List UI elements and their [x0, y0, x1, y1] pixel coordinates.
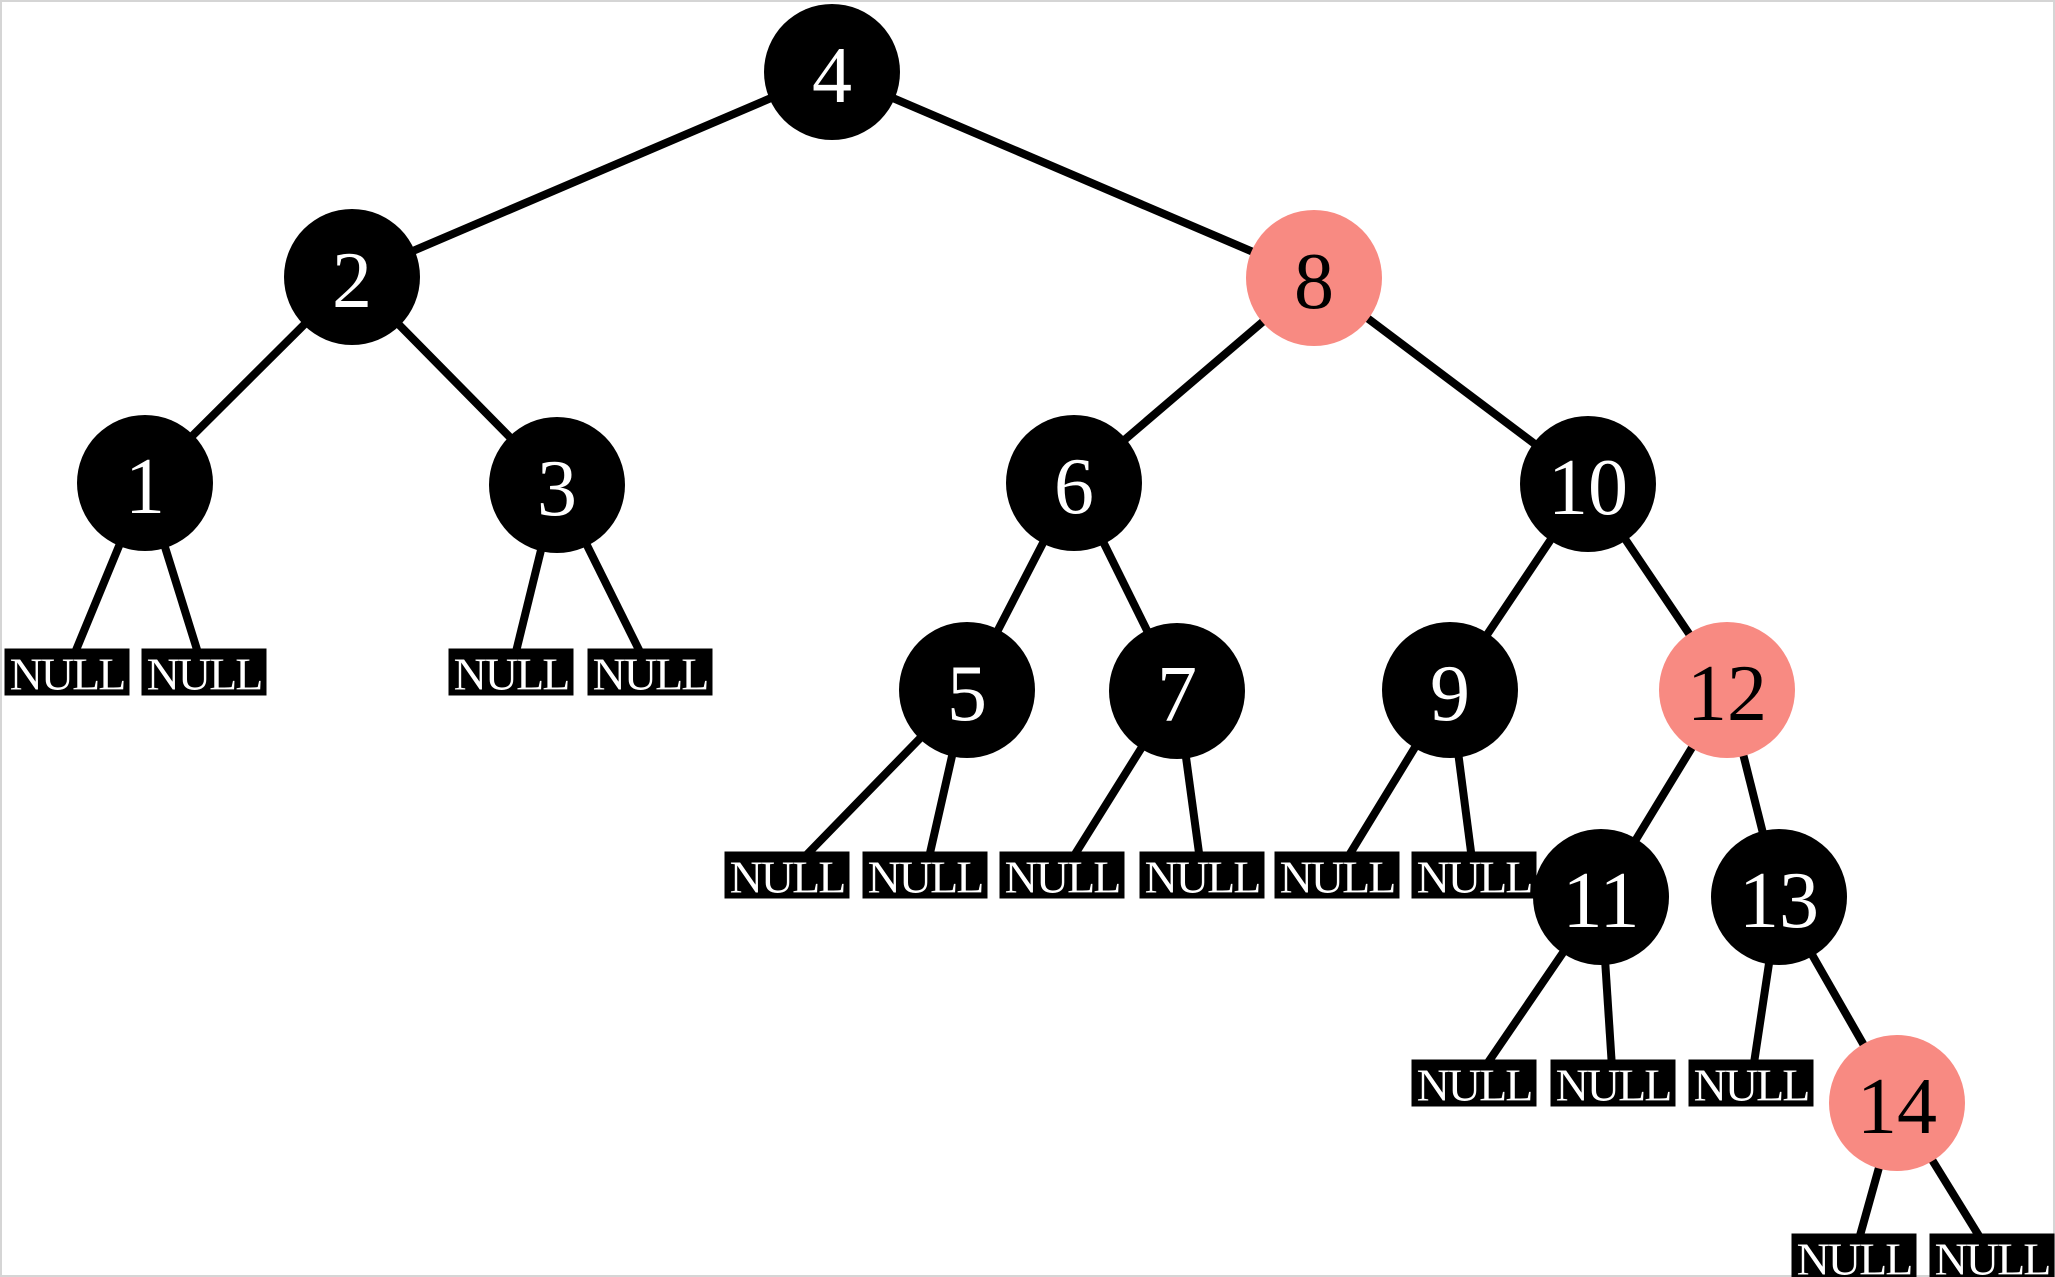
- tree-edge-4-8: [830, 68, 1316, 282]
- tree-node-3-black: [489, 417, 625, 553]
- null-leaf-label: NULL: [1145, 851, 1260, 902]
- tree-node-13-black: [1711, 829, 1847, 965]
- null-leaf-label: NULL: [454, 648, 569, 699]
- null-leaf-label: NULL: [868, 851, 983, 902]
- tree-node-4-black: [764, 4, 900, 140]
- tree-node-7-black: [1109, 623, 1245, 759]
- null-leaf-box-n7L: [999, 851, 1125, 899]
- tree-node-10-black: [1520, 416, 1656, 552]
- null-leaf-label: NULL: [1005, 851, 1120, 902]
- tree-node-8-red: [1246, 210, 1382, 346]
- null-leaf-box-n5L: [724, 851, 850, 899]
- null-leaf-label: NULL: [1694, 1059, 1809, 1110]
- tree-node-label: 7: [1157, 651, 1197, 739]
- tree-node-label: 6: [1054, 443, 1094, 531]
- tree-node-1-black: [77, 415, 213, 551]
- tree-node-label: 3: [537, 445, 577, 533]
- tree-node-12-red: [1659, 622, 1795, 758]
- null-leaf-label: NULL: [1797, 1233, 1912, 1277]
- null-leaf-box-n3L: [448, 648, 574, 696]
- null-leaf-box-n14R: [1929, 1233, 2055, 1277]
- tree-node-label: 10: [1548, 444, 1628, 532]
- tree-node-9-black: [1382, 622, 1518, 758]
- tree-node-label: 5: [947, 650, 987, 738]
- null-leaf-label: NULL: [1280, 851, 1395, 902]
- tree-node-label: 13: [1739, 857, 1819, 945]
- tree-node-label: 11: [1562, 857, 1639, 945]
- null-leaf-label: NULL: [1417, 1059, 1532, 1110]
- tree-node-label: 9: [1430, 650, 1470, 738]
- null-leaf-label: NULL: [1417, 851, 1532, 902]
- null-leaf-label: NULL: [1935, 1233, 2050, 1277]
- null-leaf-label: NULL: [147, 648, 262, 699]
- null-leaf-label: NULL: [10, 648, 125, 699]
- tree-edge-4-2: [350, 68, 834, 281]
- tree-node-label: 1: [125, 443, 165, 531]
- null-leaf-box-n1L: [4, 648, 130, 696]
- null-leaf-box-n11R: [1550, 1059, 1676, 1107]
- null-leaf-box-n9R: [1411, 851, 1537, 899]
- tree-node-label: 14: [1857, 1063, 1937, 1151]
- null-leaf-box-n9L: [1274, 851, 1400, 899]
- null-leaf-box-n1R: [141, 648, 267, 696]
- tree-node-6-black: [1006, 415, 1142, 551]
- tree-node-label: 8: [1294, 238, 1334, 326]
- null-leaf-label: NULL: [1556, 1059, 1671, 1110]
- tree-node-label: 4: [812, 32, 852, 120]
- null-leaf-label: NULL: [593, 648, 708, 699]
- tree-node-5-black: [899, 622, 1035, 758]
- tree-node-label: 12: [1687, 650, 1767, 738]
- null-leaf-box-n5R: [862, 851, 988, 899]
- null-leaf-label: NULL: [730, 851, 845, 902]
- null-leaf-box-n14L: [1791, 1233, 1917, 1277]
- tree-node-11-black: [1533, 829, 1669, 965]
- null-leaf-box-n3R: [587, 648, 713, 696]
- null-leaf-box-n13L: [1688, 1059, 1814, 1107]
- tree-node-14-red: [1829, 1035, 1965, 1171]
- null-leaf-box-n11L: [1411, 1059, 1537, 1107]
- tree-node-label: 2: [332, 237, 372, 325]
- null-leaf-box-n7R: [1139, 851, 1265, 899]
- tree-node-2-black: [284, 209, 420, 345]
